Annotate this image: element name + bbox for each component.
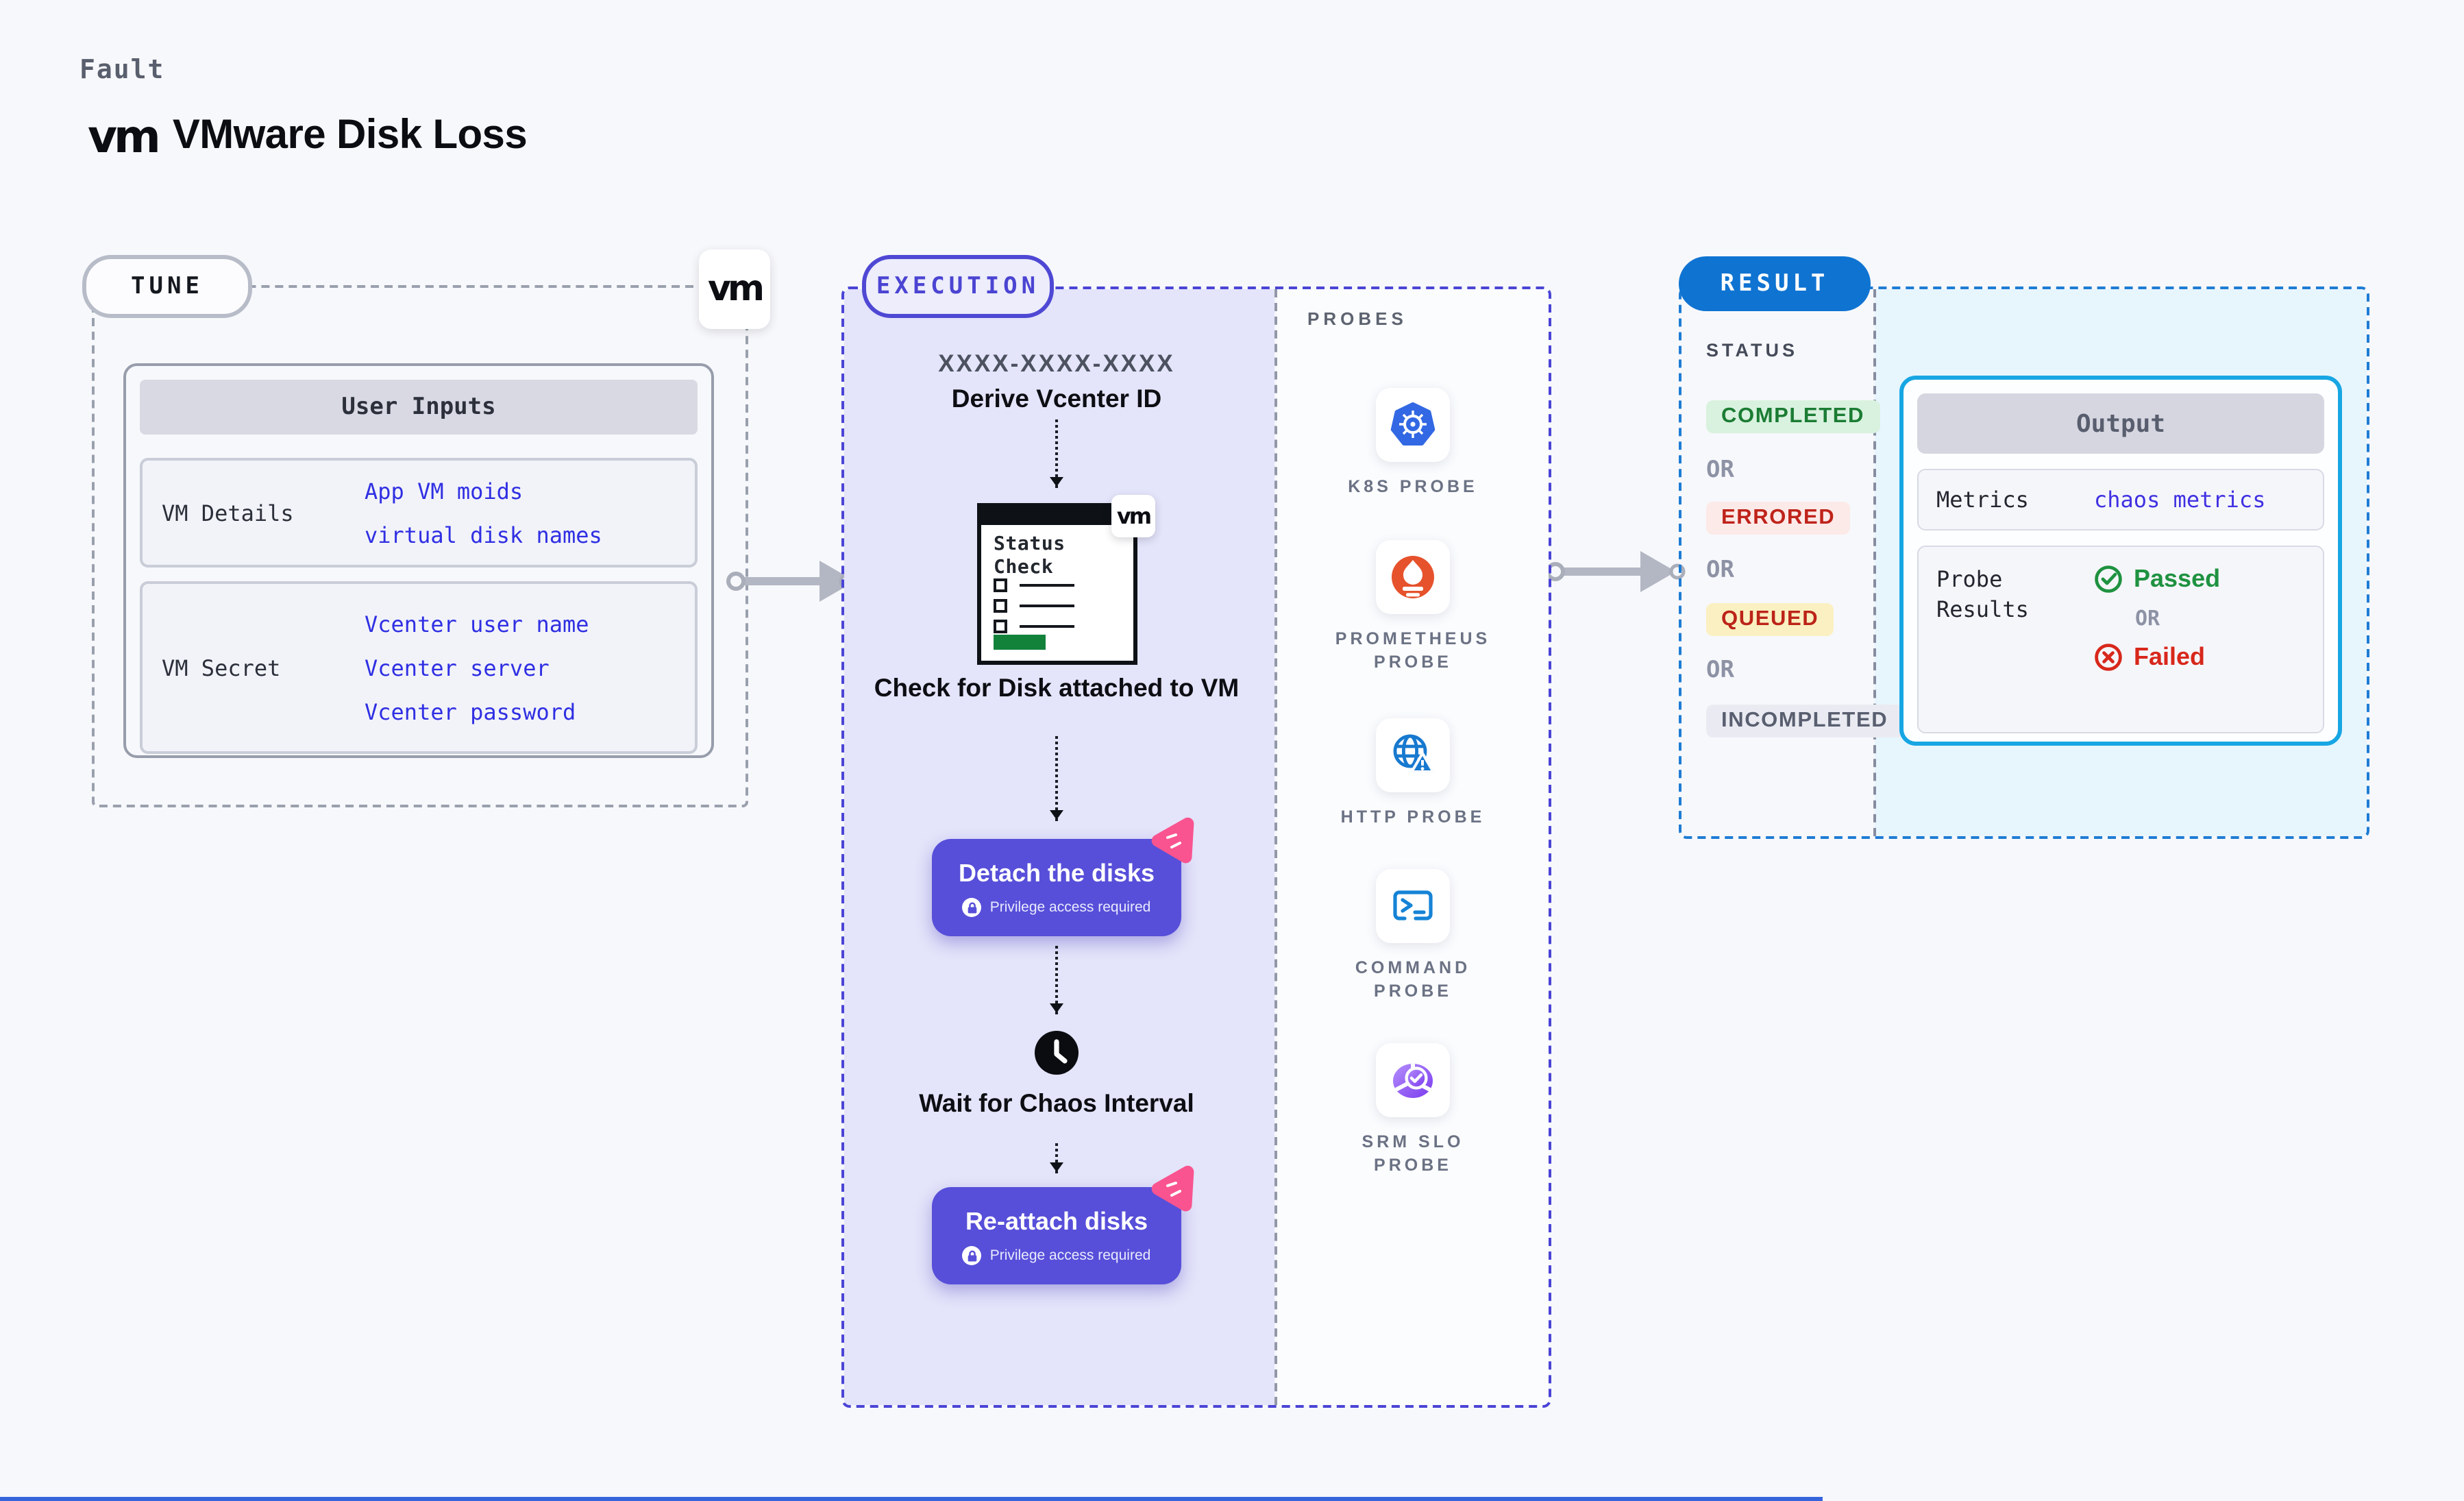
or-separator: OR xyxy=(1706,657,1734,684)
status-check-title: Status Check xyxy=(994,533,1065,579)
or-separator: OR xyxy=(1706,456,1734,484)
probe-results-row: Probe Results Passed OR Failed xyxy=(1917,546,2324,733)
probes-to-result-arrow xyxy=(1546,551,1686,592)
user-inputs-table: User Inputs VM Details App VM moids virt… xyxy=(123,363,714,758)
status-check-icon: Status Check vm xyxy=(977,495,1155,665)
bottom-edge-artifact xyxy=(0,1497,1823,1501)
kubernetes-icon xyxy=(1390,402,1436,446)
status-badge-completed: COMPLETED xyxy=(1706,400,1880,433)
privilege-note: Privilege access required xyxy=(989,899,1151,916)
step-label: Detach the disks xyxy=(958,859,1155,887)
probe-label: K8S PROBE xyxy=(1348,477,1478,496)
row-value: App VM moids xyxy=(365,478,523,504)
terminal-icon xyxy=(1393,890,1433,920)
or-separator: OR xyxy=(2135,606,2160,631)
flow-connector xyxy=(1050,419,1063,488)
probe-card-srm-slo xyxy=(1376,1043,1450,1117)
http-globe-icon xyxy=(1393,734,1436,773)
failed-x-icon xyxy=(2095,644,2122,671)
chaos-decoration-icon xyxy=(1151,817,1194,864)
probe-card-k8s xyxy=(1376,388,1450,462)
probe-label: SRM SLO PROBE xyxy=(1362,1132,1464,1175)
wait-chaos-label: Wait for Chaos Interval xyxy=(919,1088,1194,1117)
vmware-badge-icon: vm xyxy=(1111,495,1155,537)
or-separator: OR xyxy=(1706,557,1734,584)
check-disk-label: Check for Disk attached to VM xyxy=(874,673,1240,702)
status-check-titlebar xyxy=(981,507,1133,525)
row-value: Vcenter user name xyxy=(365,611,589,637)
reattach-disks-step: Re-attach disks Privilege access require… xyxy=(932,1165,1194,1284)
tune-section-box xyxy=(92,285,748,807)
result-panel-divider xyxy=(1873,289,1876,836)
probes-panel: PROBES K8S PROBE xyxy=(1277,289,1549,1405)
status-badge-incompleted: INCOMPLETED xyxy=(1706,705,1904,737)
derive-vcenter-label: Derive Vcenter ID xyxy=(951,384,1162,413)
fault-category-label: Fault xyxy=(79,55,165,85)
user-inputs-header: User Inputs xyxy=(140,380,698,435)
metrics-value: chaos metrics xyxy=(2094,487,2266,513)
probes-panel-label: PROBES xyxy=(1307,308,1407,329)
output-card: Output Metrics chaos metrics Probe Resul… xyxy=(1899,376,2342,746)
vmware-target-icon: vm xyxy=(699,249,770,329)
status-check-button xyxy=(994,635,1046,650)
row-value: Vcenter server xyxy=(365,655,550,681)
tune-to-execution-arrow xyxy=(726,561,855,602)
chaos-decoration-icon xyxy=(1151,1165,1194,1212)
result-badge: RESULT xyxy=(1679,256,1871,311)
lock-icon xyxy=(962,898,982,917)
row-value: virtual disk names xyxy=(365,522,602,548)
row-key: VM Details xyxy=(162,500,294,526)
wait-clock-icon xyxy=(1033,1029,1080,1076)
probe-label: HTTP PROBE xyxy=(1340,807,1486,827)
detach-disks-step: Detach the disks Privilege access requir… xyxy=(932,817,1194,936)
metrics-row: Metrics chaos metrics xyxy=(1917,469,2324,530)
slo-chart-icon xyxy=(1393,1062,1433,1098)
row-value: Vcenter password xyxy=(365,698,576,724)
table-row-vm-secret: VM Secret Vcenter user name Vcenter serv… xyxy=(140,581,698,754)
lock-icon xyxy=(962,1246,982,1265)
probe-label: PROMETHEUS PROBE xyxy=(1335,629,1491,672)
passed-label: Passed xyxy=(2134,565,2221,592)
probe-card-http xyxy=(1376,718,1450,792)
vmware-logo-icon: vm xyxy=(88,109,161,162)
tune-badge: TUNE xyxy=(82,255,252,318)
status-badge-queued: QUEUED xyxy=(1706,603,1834,636)
derive-vcenter-code: XXXX-XXXX-XXXX xyxy=(938,350,1175,377)
flow-connector xyxy=(1050,946,1063,1014)
probe-card-prometheus xyxy=(1376,540,1450,614)
row-key: VM Secret xyxy=(162,655,281,681)
flow-connector xyxy=(1050,1143,1063,1173)
probes-panel-divider xyxy=(1274,289,1277,1405)
table-row-vm-details: VM Details App VM moids virtual disk nam… xyxy=(140,458,698,568)
metrics-key: Metrics xyxy=(1936,486,2029,513)
status-column-label: STATUS xyxy=(1706,340,1798,361)
prometheus-icon xyxy=(1392,556,1434,598)
execution-badge: EXECUTION xyxy=(862,255,1054,318)
flow-connector xyxy=(1050,736,1063,821)
page-title: VMware Disk Loss xyxy=(172,112,528,158)
status-badge-errored: ERRORED xyxy=(1706,502,1851,535)
passed-check-icon xyxy=(2095,565,2122,593)
step-label: Re-attach disks xyxy=(965,1208,1148,1235)
probe-results-key: Probe Results xyxy=(1936,566,2029,622)
page-title-row: vm VMware Disk Loss xyxy=(88,109,528,162)
probe-label: COMMAND PROBE xyxy=(1355,958,1471,1001)
failed-label: Failed xyxy=(2134,643,2206,670)
privilege-note: Privilege access required xyxy=(989,1247,1151,1264)
output-card-header: Output xyxy=(1917,393,2324,454)
probe-card-command xyxy=(1376,869,1450,943)
